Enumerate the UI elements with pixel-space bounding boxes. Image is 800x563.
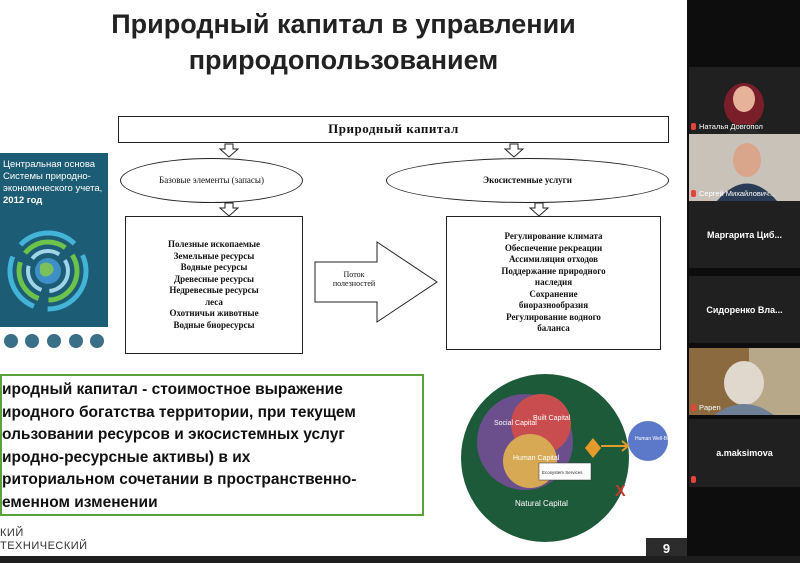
participant-name: Papen bbox=[699, 403, 721, 412]
list-item: Недревесные ресурсы bbox=[169, 285, 259, 295]
participant-name: Наталья Довгопол bbox=[699, 122, 763, 131]
ecosystem-services-label: Ecosystem Services bbox=[542, 470, 583, 475]
un-logo-icon bbox=[3, 334, 18, 348]
oval-base-elements: Базовые элементы (запасы) bbox=[120, 158, 303, 203]
participant-tile[interactable]: Сергей Михайлович... bbox=[689, 134, 800, 201]
oval-ecosystem-services: Экосистемные услуги bbox=[386, 158, 669, 203]
list-item: леса bbox=[205, 296, 223, 307]
participant-avatar bbox=[724, 83, 764, 134]
list-item: наследия bbox=[534, 277, 573, 288]
list-item: Водные ресурсы bbox=[180, 262, 248, 272]
definition-line: еменном изменении bbox=[2, 493, 158, 511]
cover-logos bbox=[0, 327, 108, 355]
participant-video bbox=[689, 348, 800, 415]
human-wellbeing-circle bbox=[628, 421, 668, 461]
definition-line: иродный капитал - стоимостное выражение bbox=[2, 381, 343, 398]
list-item: баланса bbox=[537, 323, 570, 334]
definition-line: иродного богатства территории, при текущ… bbox=[2, 403, 356, 421]
cross-mark: X bbox=[615, 483, 626, 500]
list-item: Сохранение bbox=[529, 288, 578, 299]
worldbank-logo-icon bbox=[90, 334, 105, 348]
social-capital-label: Social Capital bbox=[494, 420, 537, 427]
meeting-toolbar[interactable] bbox=[0, 556, 800, 563]
definition-box: иродный капитал - стоимостное выражение … bbox=[0, 374, 424, 516]
participant-tile[interactable]: Маргарита Циб... bbox=[689, 201, 800, 268]
participant-name: Сергей Михайлович... bbox=[699, 189, 776, 198]
participant-video bbox=[689, 134, 800, 201]
arrow-label: Поток полезностей bbox=[332, 270, 376, 288]
ecosystem-services-label-box bbox=[538, 462, 592, 481]
list-item: Обеспечение рекреации bbox=[504, 242, 603, 253]
list-item: Древесные ресурсы bbox=[173, 273, 255, 284]
mic-muted-icon bbox=[691, 190, 696, 197]
participant-name: Маргарита Циб... bbox=[707, 229, 782, 240]
capital-venn-diagram: Social Capital Built Capital Human Capit… bbox=[461, 374, 677, 542]
slide-title-line-1: Природный капитал в управлении bbox=[111, 9, 576, 39]
list-item: Регулирование водного bbox=[506, 311, 601, 322]
definition-line: риториальном сочетании в пространственно… bbox=[2, 471, 357, 488]
globe-rings-graphic bbox=[7, 230, 89, 312]
list-item: Регулирование климата bbox=[504, 231, 603, 242]
right-services-list: Регулирование климата Обеспечение рекреа… bbox=[446, 216, 661, 350]
slide-title: Природный капитал в управлении природопо… bbox=[0, 6, 687, 78]
list-item: Охотничьи животные bbox=[169, 308, 259, 318]
participant-tile[interactable]: Papen bbox=[689, 348, 800, 415]
mic-muted-icon bbox=[691, 476, 696, 483]
brand-line-1: КИЙ bbox=[0, 527, 24, 539]
list-item: Водные биоресурсы bbox=[173, 319, 255, 330]
slide-page-number: 9 bbox=[646, 538, 687, 556]
university-brand: КИЙ ТЕХНИЧЕСКИЙ bbox=[0, 527, 88, 553]
cover-year: 2012 год bbox=[3, 195, 43, 206]
oecd-logo-icon bbox=[68, 334, 83, 348]
cover-title: Центральная основа Системы природно-экон… bbox=[3, 159, 103, 194]
mic-muted-icon bbox=[691, 404, 696, 411]
shared-slide: Природный капитал в управлении природопо… bbox=[0, 0, 687, 556]
participant-tile[interactable]: Сидоренко Вла... bbox=[689, 276, 800, 343]
seea-cover-image: Центральная основа Системы природно-экон… bbox=[0, 153, 108, 355]
eu-logo-icon bbox=[25, 334, 40, 348]
human-capital-label: Human Capital bbox=[513, 455, 560, 462]
scheme-top-box: Природный капитал bbox=[118, 116, 669, 143]
list-item: биоразнообразия bbox=[518, 300, 589, 311]
list-item: Ассимиляция отходов bbox=[508, 254, 599, 265]
list-item: Земельные ресурсы bbox=[173, 250, 255, 261]
definition-line: иродно-ресурсные активы) в их bbox=[2, 448, 251, 466]
human-wellbeing-label: Human Well-Being bbox=[635, 436, 677, 442]
list-item: Поддержание природного bbox=[501, 265, 606, 276]
definition-line: ользовании ресурсов и экосистемных услуг bbox=[2, 426, 345, 443]
participant-tile[interactable]: Наталья Довгопол bbox=[689, 67, 800, 134]
participant-name: Сидоренко Вла... bbox=[706, 304, 783, 315]
list-item: Полезные ископаемые bbox=[167, 239, 261, 249]
brand-line-2: ТЕХНИЧЕСКИЙ bbox=[0, 540, 88, 552]
scheme-arrows bbox=[218, 143, 550, 323]
slide-title-line-2: природопользованием bbox=[188, 45, 499, 75]
participant-name: a.maksimova bbox=[716, 447, 773, 458]
left-resource-list: Полезные ископаемые Земельные ресурсы Во… bbox=[125, 216, 303, 354]
ecosystem-diamond bbox=[585, 438, 601, 458]
mic-muted-icon bbox=[691, 123, 696, 130]
participant-tile[interactable]: a.maksimova bbox=[689, 419, 800, 487]
natural-capital-label: Natural Capital bbox=[515, 499, 568, 508]
imf-logo-icon bbox=[46, 334, 61, 348]
built-capital-label: Built Capital bbox=[533, 415, 571, 422]
